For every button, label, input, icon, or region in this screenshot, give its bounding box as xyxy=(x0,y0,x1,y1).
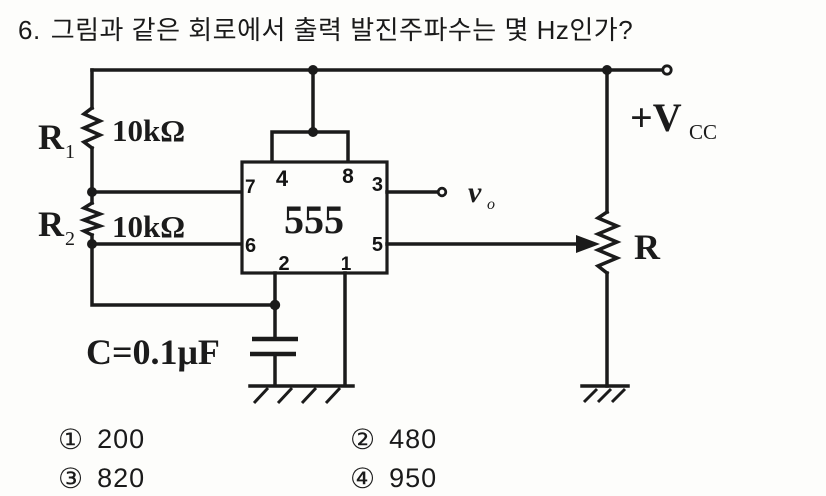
option-4-marker: ④ xyxy=(350,463,376,494)
ic-body xyxy=(240,160,389,275)
junction-dot xyxy=(269,299,281,311)
output-voltage-label: v xyxy=(468,176,482,209)
question-text: 그림과 같은 회로에서 출력 발진주파수는 몇 Hz인가? xyxy=(50,15,634,45)
ground-icon xyxy=(248,384,355,405)
junction-dot xyxy=(308,127,318,137)
option-2-value: 480 xyxy=(389,424,438,454)
capacitor-value: C=0.1μF xyxy=(86,332,220,372)
option-1-marker: ① xyxy=(58,424,84,455)
ic-label: 555 xyxy=(284,197,344,242)
output-voltage-subscript: o xyxy=(487,196,495,213)
r1-subscript: 1 xyxy=(65,141,75,163)
pin-1-label: 1 xyxy=(341,254,352,275)
potentiometer-symbol xyxy=(593,209,622,276)
question-title: 6. 그림과 같은 회로에서 출력 발진주파수는 몇 Hz인가? xyxy=(18,10,633,47)
r1-label: R xyxy=(38,117,65,157)
pot-label: R xyxy=(634,227,661,267)
pin-6-label: 6 xyxy=(245,235,256,257)
question-number: 6. xyxy=(18,15,41,45)
option-4-value: 950 xyxy=(389,463,438,493)
pin-7-label: 7 xyxy=(245,177,256,198)
pot-branch xyxy=(580,68,630,404)
option-2-marker: ② xyxy=(350,424,376,455)
resistor-r1-symbol xyxy=(79,105,105,151)
r2-label: R xyxy=(38,204,65,244)
ground-icon xyxy=(580,384,630,404)
option-3-marker: ③ xyxy=(58,463,84,494)
output-terminal xyxy=(436,186,448,198)
r1-value: 10kΩ xyxy=(112,113,185,148)
answer-option-2: ② 480 xyxy=(350,423,437,456)
r2-value: 10kΩ xyxy=(112,209,185,244)
output-branch xyxy=(385,186,448,198)
vcc-label: +V xyxy=(630,95,682,140)
pin-3-label: 3 xyxy=(372,174,383,196)
resistor-r2-symbol xyxy=(79,200,106,238)
pin-5-label: 5 xyxy=(372,234,383,256)
option-1-value: 200 xyxy=(97,424,146,454)
option-3-value: 820 xyxy=(97,463,146,493)
vcc-terminal xyxy=(661,64,673,76)
bottom-branch xyxy=(248,271,355,405)
capacitor-symbol xyxy=(250,336,298,357)
supply-rail xyxy=(90,64,673,76)
component-labels: R 1 10kΩ R 2 10kΩ C=0.1μF +V CC v o R xyxy=(38,95,717,372)
pin-4-label: 4 xyxy=(276,166,289,191)
answer-option-4: ④ 950 xyxy=(350,462,437,495)
wiper-arrow xyxy=(576,235,600,253)
answer-option-1: ① 200 xyxy=(58,423,145,456)
ic-555: 555 4 8 7 3 6 5 2 1 xyxy=(240,160,389,275)
pin-8-label: 8 xyxy=(342,165,354,188)
ic-top-bracket xyxy=(270,68,350,164)
left-branch xyxy=(79,68,277,307)
vcc-subscript: CC xyxy=(689,120,717,144)
pin-2-label: 2 xyxy=(278,253,289,275)
answer-option-3: ③ 820 xyxy=(58,462,145,495)
r2-subscript: 2 xyxy=(65,228,75,250)
control-branch xyxy=(385,235,600,253)
